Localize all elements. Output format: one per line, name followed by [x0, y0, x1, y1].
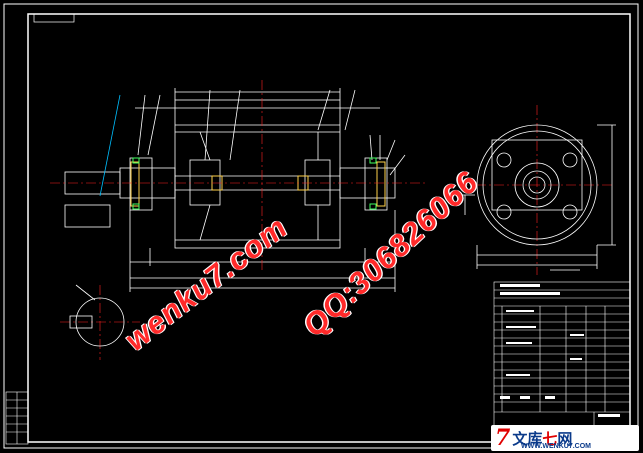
title-block: [493, 281, 631, 443]
top-code-box: [33, 13, 75, 23]
main-section-view: [64, 88, 406, 292]
logo-text-b: 七: [542, 429, 558, 448]
side-record-table: [5, 391, 29, 445]
logo-text-c: 网: [557, 429, 573, 448]
logo-text: 文库七网: [512, 428, 572, 449]
wenku7-logo[interactable]: 7 文库七网 WWW.WENKU7.COM: [491, 425, 639, 451]
logo-mark: 7: [495, 425, 511, 451]
highlighted-parts: [130, 161, 386, 207]
title-block-text-fills: [500, 284, 620, 417]
detail-section: [69, 284, 125, 347]
side-view: [455, 124, 616, 271]
logo-url: WWW.WENKU7.COM: [521, 443, 591, 450]
cyan-leader-line: [99, 94, 121, 197]
green-markers: [132, 157, 377, 210]
center-lines: [50, 80, 615, 360]
drawing-border: [27, 13, 631, 443]
outer-frame: [3, 3, 639, 449]
logo-text-a: 文库: [512, 429, 543, 448]
